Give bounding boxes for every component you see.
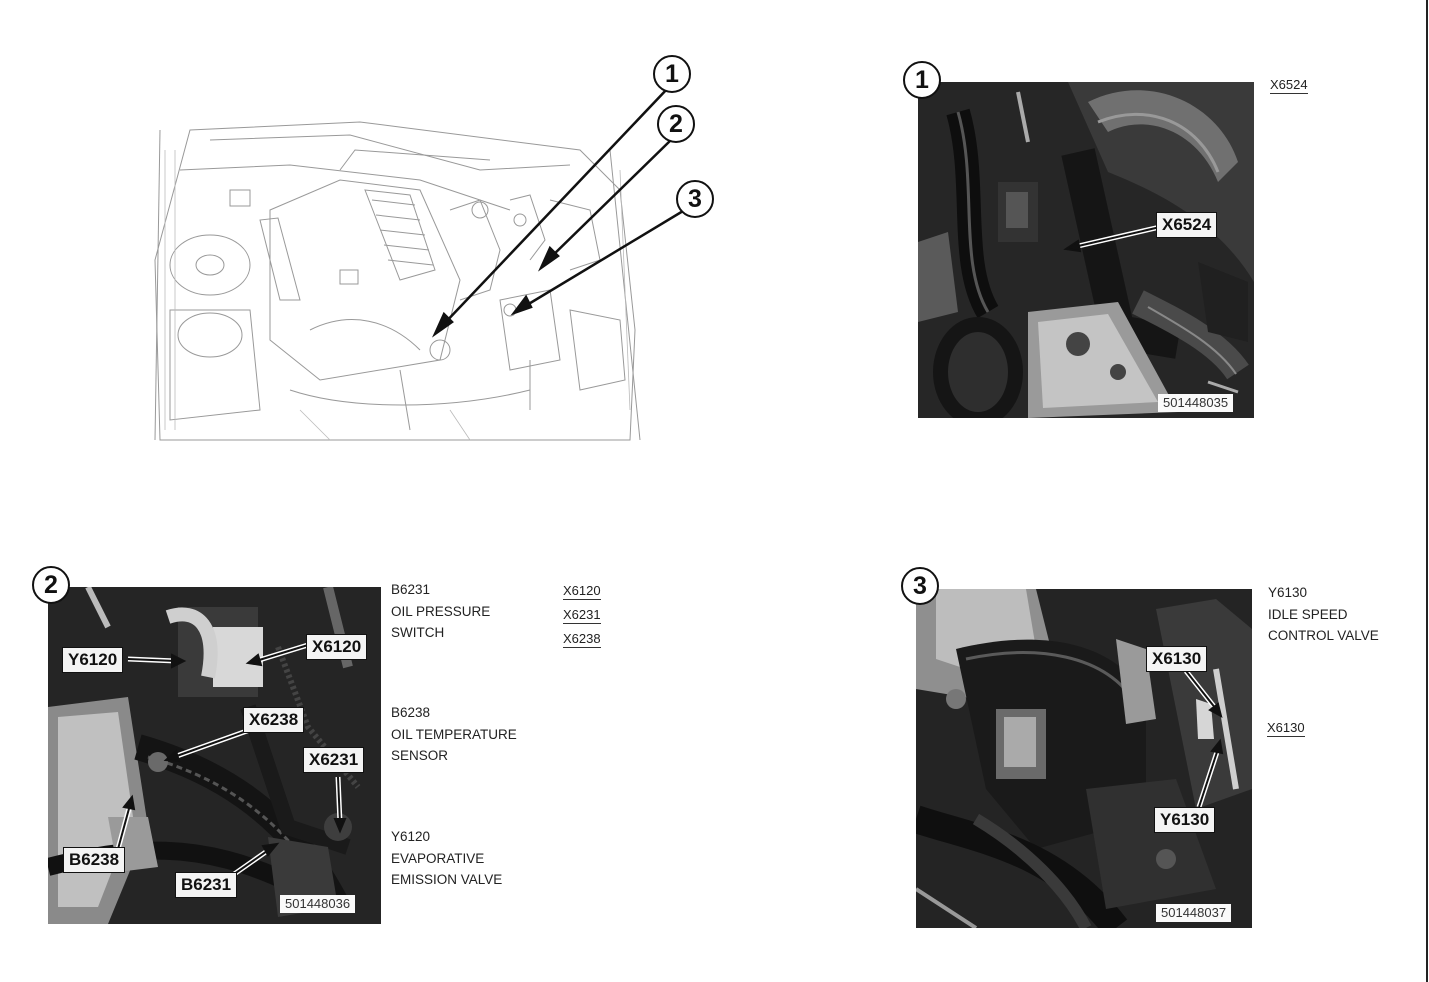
connector-ref: X6238 — [563, 631, 601, 648]
engine-bay-sketch — [154, 121, 641, 441]
page-edge-rule — [1426, 0, 1428, 982]
panel-3-tag-y6130: Y6130 — [1154, 807, 1216, 833]
panel-2-tag-x6231: X6231 — [303, 747, 365, 773]
panel-3-doc-number: 501448037 — [1156, 904, 1232, 922]
component-id: Y6130 — [1268, 585, 1308, 600]
panel-3-callout: 3 — [901, 567, 939, 605]
overview-leader-lines — [431, 87, 689, 338]
panel-3-leader-lines — [1184, 669, 1224, 808]
panel-3-tag-x6130: X6130 — [1146, 646, 1208, 672]
component-desc-line: EVAPORATIVE — [391, 850, 485, 866]
panel-1-photo-shapes — [918, 82, 1254, 418]
component-desc-line: IDLE SPEED — [1268, 606, 1348, 622]
panel-3-photo — [916, 589, 1252, 928]
panel-1-tag-x6524: X6524 — [1156, 212, 1218, 238]
panel-3-component-y6130: Y6130 IDLE SPEED CONTROL VALVE — [1268, 582, 1379, 647]
connector-ref: X6120 — [563, 583, 601, 600]
panel-1-connector-ref: X6524 — [1270, 77, 1308, 94]
panel-2-tag-b6238: B6238 — [63, 847, 126, 873]
panel-2-tag-x6120: X6120 — [306, 634, 368, 660]
panel-2-callout: 2 — [32, 566, 70, 604]
panel-3-connector-ref: X6130 — [1267, 720, 1305, 737]
component-desc-line: SENSOR — [391, 748, 449, 763]
component-desc-line: OIL TEMPERATURE — [391, 726, 517, 742]
component-id: B6238 — [391, 705, 431, 720]
panel-2-component-b6238: B6238 OIL TEMPERATURE SENSOR — [391, 702, 517, 767]
component-desc-line: CONTROL VALVE — [1268, 628, 1379, 643]
panel-1-callout: 1 — [903, 61, 941, 99]
panel-1-leader-x6524 — [1063, 224, 1161, 253]
panel-1-photo — [918, 82, 1254, 418]
panel-2-doc-number: 501448036 — [280, 895, 356, 913]
panel-2-tag-x6238: X6238 — [243, 707, 305, 733]
panel-2-component-y6120: Y6120 EVAPORATIVE EMISSION VALVE — [391, 826, 502, 891]
overview-callout-2: 2 — [657, 105, 695, 143]
overview-callout-1: 1 — [653, 55, 691, 93]
component-desc-line: SWITCH — [391, 625, 445, 640]
engine-bay-overview-drawing — [150, 110, 650, 450]
component-id: B6231 — [391, 582, 431, 597]
panel-3-photo-shapes — [916, 589, 1252, 928]
component-desc-line: EMISSION VALVE — [391, 872, 503, 887]
overview-callout-3: 3 — [676, 180, 714, 218]
panel-2-component-b6231: B6231 OIL PRESSURE SWITCH — [391, 579, 490, 644]
component-id: Y6120 — [391, 829, 431, 844]
panel-2-tag-y6120: Y6120 — [62, 647, 124, 673]
panel-2-connector-list: X6120 X6231 X6238 — [563, 583, 601, 648]
connector-ref: X6231 — [563, 607, 601, 624]
panel-1-doc-number: 501448035 — [1158, 394, 1234, 412]
panel-2-tag-b6231: B6231 — [175, 872, 238, 898]
component-desc-line: OIL PRESSURE — [391, 603, 491, 619]
